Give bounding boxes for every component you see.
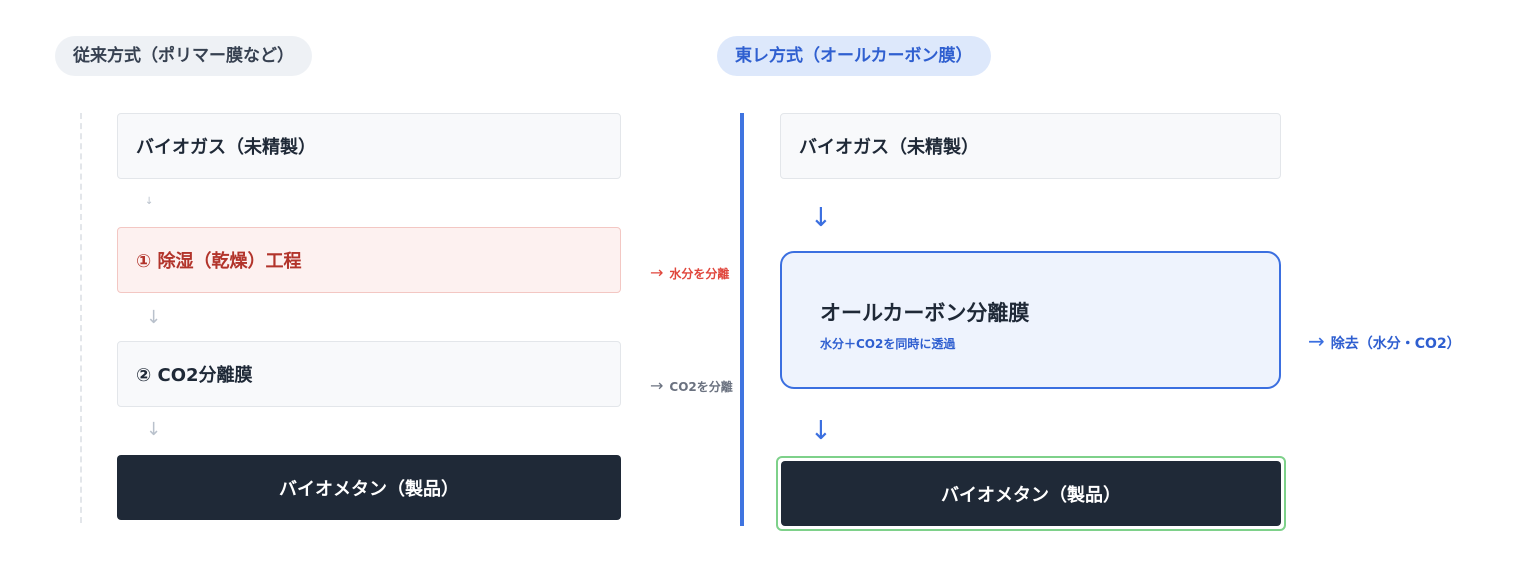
right-arrow-2: ↓ xyxy=(810,416,832,446)
right-carbon-membrane-box: オールカーボン分離膜 水分＋CO2を同時に透過 xyxy=(780,251,1281,389)
left-dehumidify-step-label: ① 除湿（乾燥）工程 xyxy=(136,251,302,272)
left-arrow-3: ↓ xyxy=(146,419,162,440)
right-arrow-1: ↓ xyxy=(810,203,832,233)
left-dehumidify-step-box: ① 除湿（乾燥）工程 xyxy=(117,227,621,293)
left-method-label: 従来方式（ポリマー膜など） xyxy=(55,36,312,76)
left-biomethane-product-label: バイオメタン（製品） xyxy=(279,478,459,500)
right-arrow-icon: → xyxy=(650,376,664,395)
right-arrow-icon: → xyxy=(650,263,664,282)
left-co2-separation-note: → CO2を分離 xyxy=(650,376,740,395)
left-arrow-2: ↓ xyxy=(146,307,162,328)
right-carbon-membrane-title: オールカーボン分離膜 xyxy=(820,301,1030,325)
left-co2-membrane-box: ② CO2分離膜 xyxy=(117,341,621,407)
left-column-guide xyxy=(80,113,82,523)
right-biomethane-product-box: バイオメタン（製品） xyxy=(781,461,1281,526)
right-raw-biogas-box: バイオガス（未精製） xyxy=(780,113,1281,179)
right-removal-note: → 除去（水分・CO2） xyxy=(1308,329,1461,353)
left-biomethane-product-box: バイオメタン（製品） xyxy=(117,455,621,520)
right-raw-biogas-label: バイオガス（未精製） xyxy=(799,137,979,158)
column-divider xyxy=(740,113,744,526)
right-arrow-icon: → xyxy=(1308,329,1325,353)
left-water-separation-note: → 水分を分離 xyxy=(650,263,740,282)
left-raw-biogas-box: バイオガス（未精製） xyxy=(117,113,621,179)
right-product-highlight-frame xyxy=(776,456,1286,531)
left-co2-separation-label: CO2を分離 xyxy=(669,380,733,394)
left-arrow-1: ↓ xyxy=(145,196,154,207)
left-water-separation-label: 水分を分離 xyxy=(669,267,730,281)
right-removal-label: 除去（水分・CO2） xyxy=(1330,336,1461,352)
right-method-label: 東レ方式（オールカーボン膜） xyxy=(717,36,991,76)
right-biomethane-product-label: バイオメタン（製品） xyxy=(941,484,1121,506)
right-carbon-membrane-subtitle: 水分＋CO2を同時に透過 xyxy=(820,337,956,351)
left-raw-biogas-label: バイオガス（未精製） xyxy=(136,137,316,158)
left-co2-membrane-label: ② CO2分離膜 xyxy=(136,365,253,386)
